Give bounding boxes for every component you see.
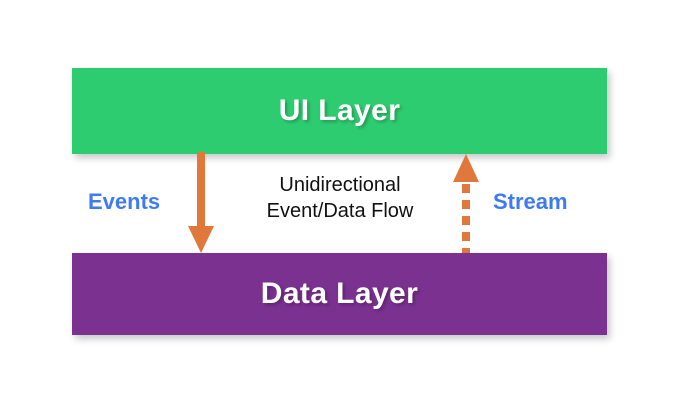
stream-flow-label: Stream (493, 189, 568, 214)
events-flow-label: Events (88, 189, 161, 214)
stream-up-arrow-icon (445, 152, 487, 256)
flow-description-line-2: Event/Data Flow (266, 200, 414, 223)
flow-description-line-1: Unidirectional (279, 174, 401, 196)
flow-description: Unidirectional Event/Data Flow (232, 172, 448, 225)
ui-layer-label: UI Layer (278, 94, 401, 127)
data-layer-box: Data Layer (72, 253, 607, 335)
ui-layer-box: UI Layer (72, 68, 607, 154)
events-down-arrow-icon (180, 152, 222, 256)
data-layer-label: Data Layer (260, 277, 419, 310)
